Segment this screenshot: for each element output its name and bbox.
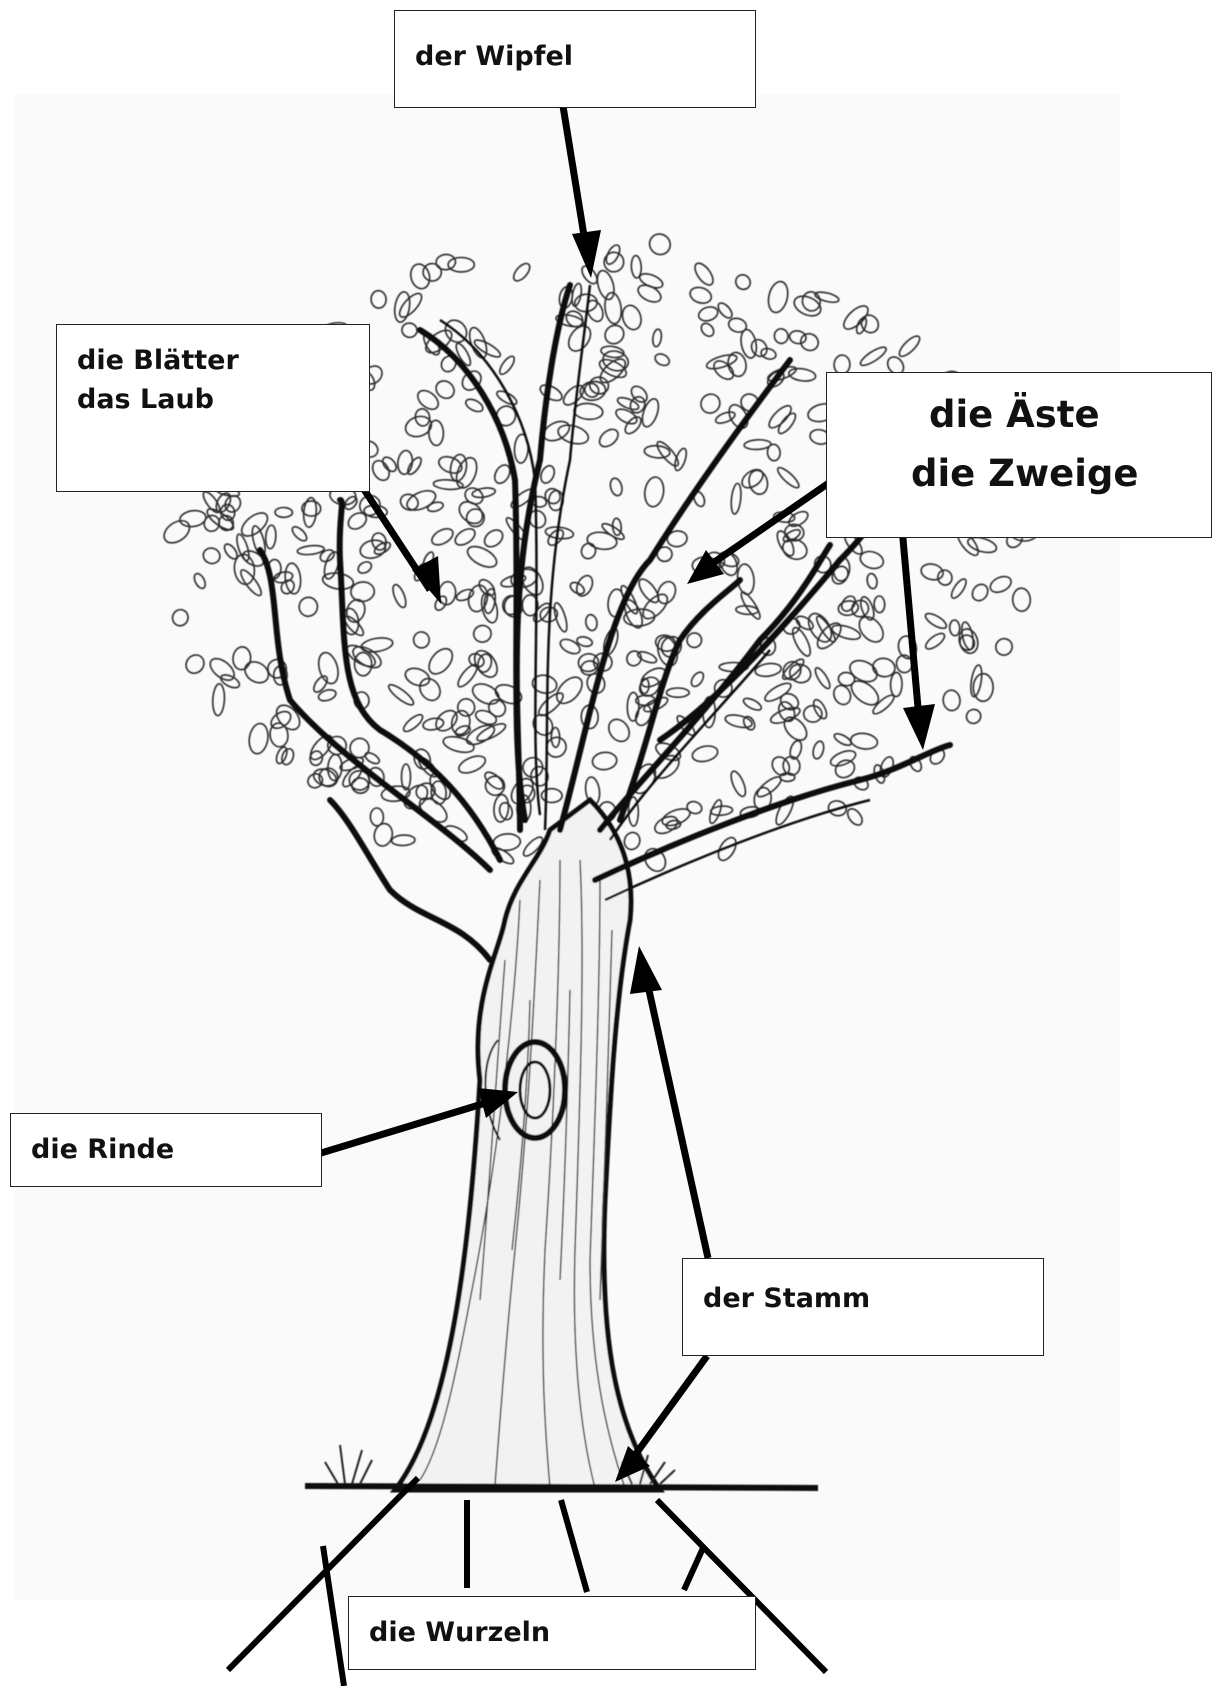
label-blaetter-line-2: das Laub (77, 380, 369, 419)
label-aeste-line-1: die Äste (911, 385, 1211, 444)
label-wipfel: der Wipfel (394, 10, 756, 108)
label-aeste-line-2: die Zweige (911, 444, 1211, 503)
label-rinde-text: die Rinde (31, 1130, 321, 1169)
label-stamm: der Stamm (682, 1258, 1044, 1356)
label-stamm-text: der Stamm (703, 1279, 1043, 1318)
label-aeste: die Äste die Zweige (826, 372, 1212, 538)
ground-line (305, 1486, 818, 1488)
label-wurzeln: die Wurzeln (348, 1596, 756, 1670)
label-blaetter: die Blätter das Laub (56, 324, 370, 492)
label-wurzeln-text: die Wurzeln (369, 1613, 755, 1652)
label-rinde: die Rinde (10, 1113, 322, 1187)
label-blaetter-line-1: die Blätter (77, 341, 369, 380)
label-wipfel-text: der Wipfel (415, 37, 755, 76)
